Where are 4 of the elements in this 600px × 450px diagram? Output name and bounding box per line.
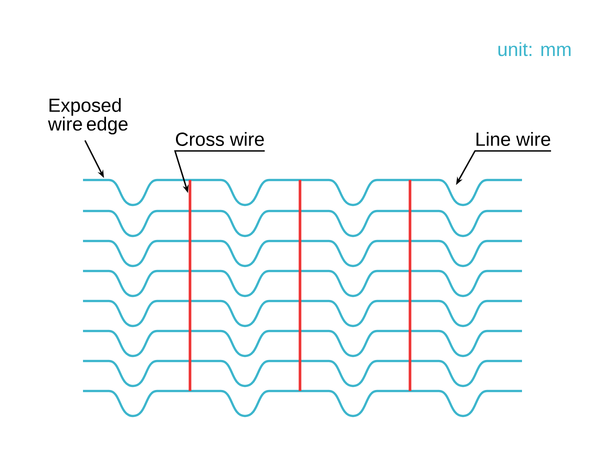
text-label: Line wire [476,132,550,146]
text-label: Exposed wire edge [48,98,128,134]
text-label: Cross wire [176,132,264,146]
unit-label: unit: mm [498,42,571,56]
